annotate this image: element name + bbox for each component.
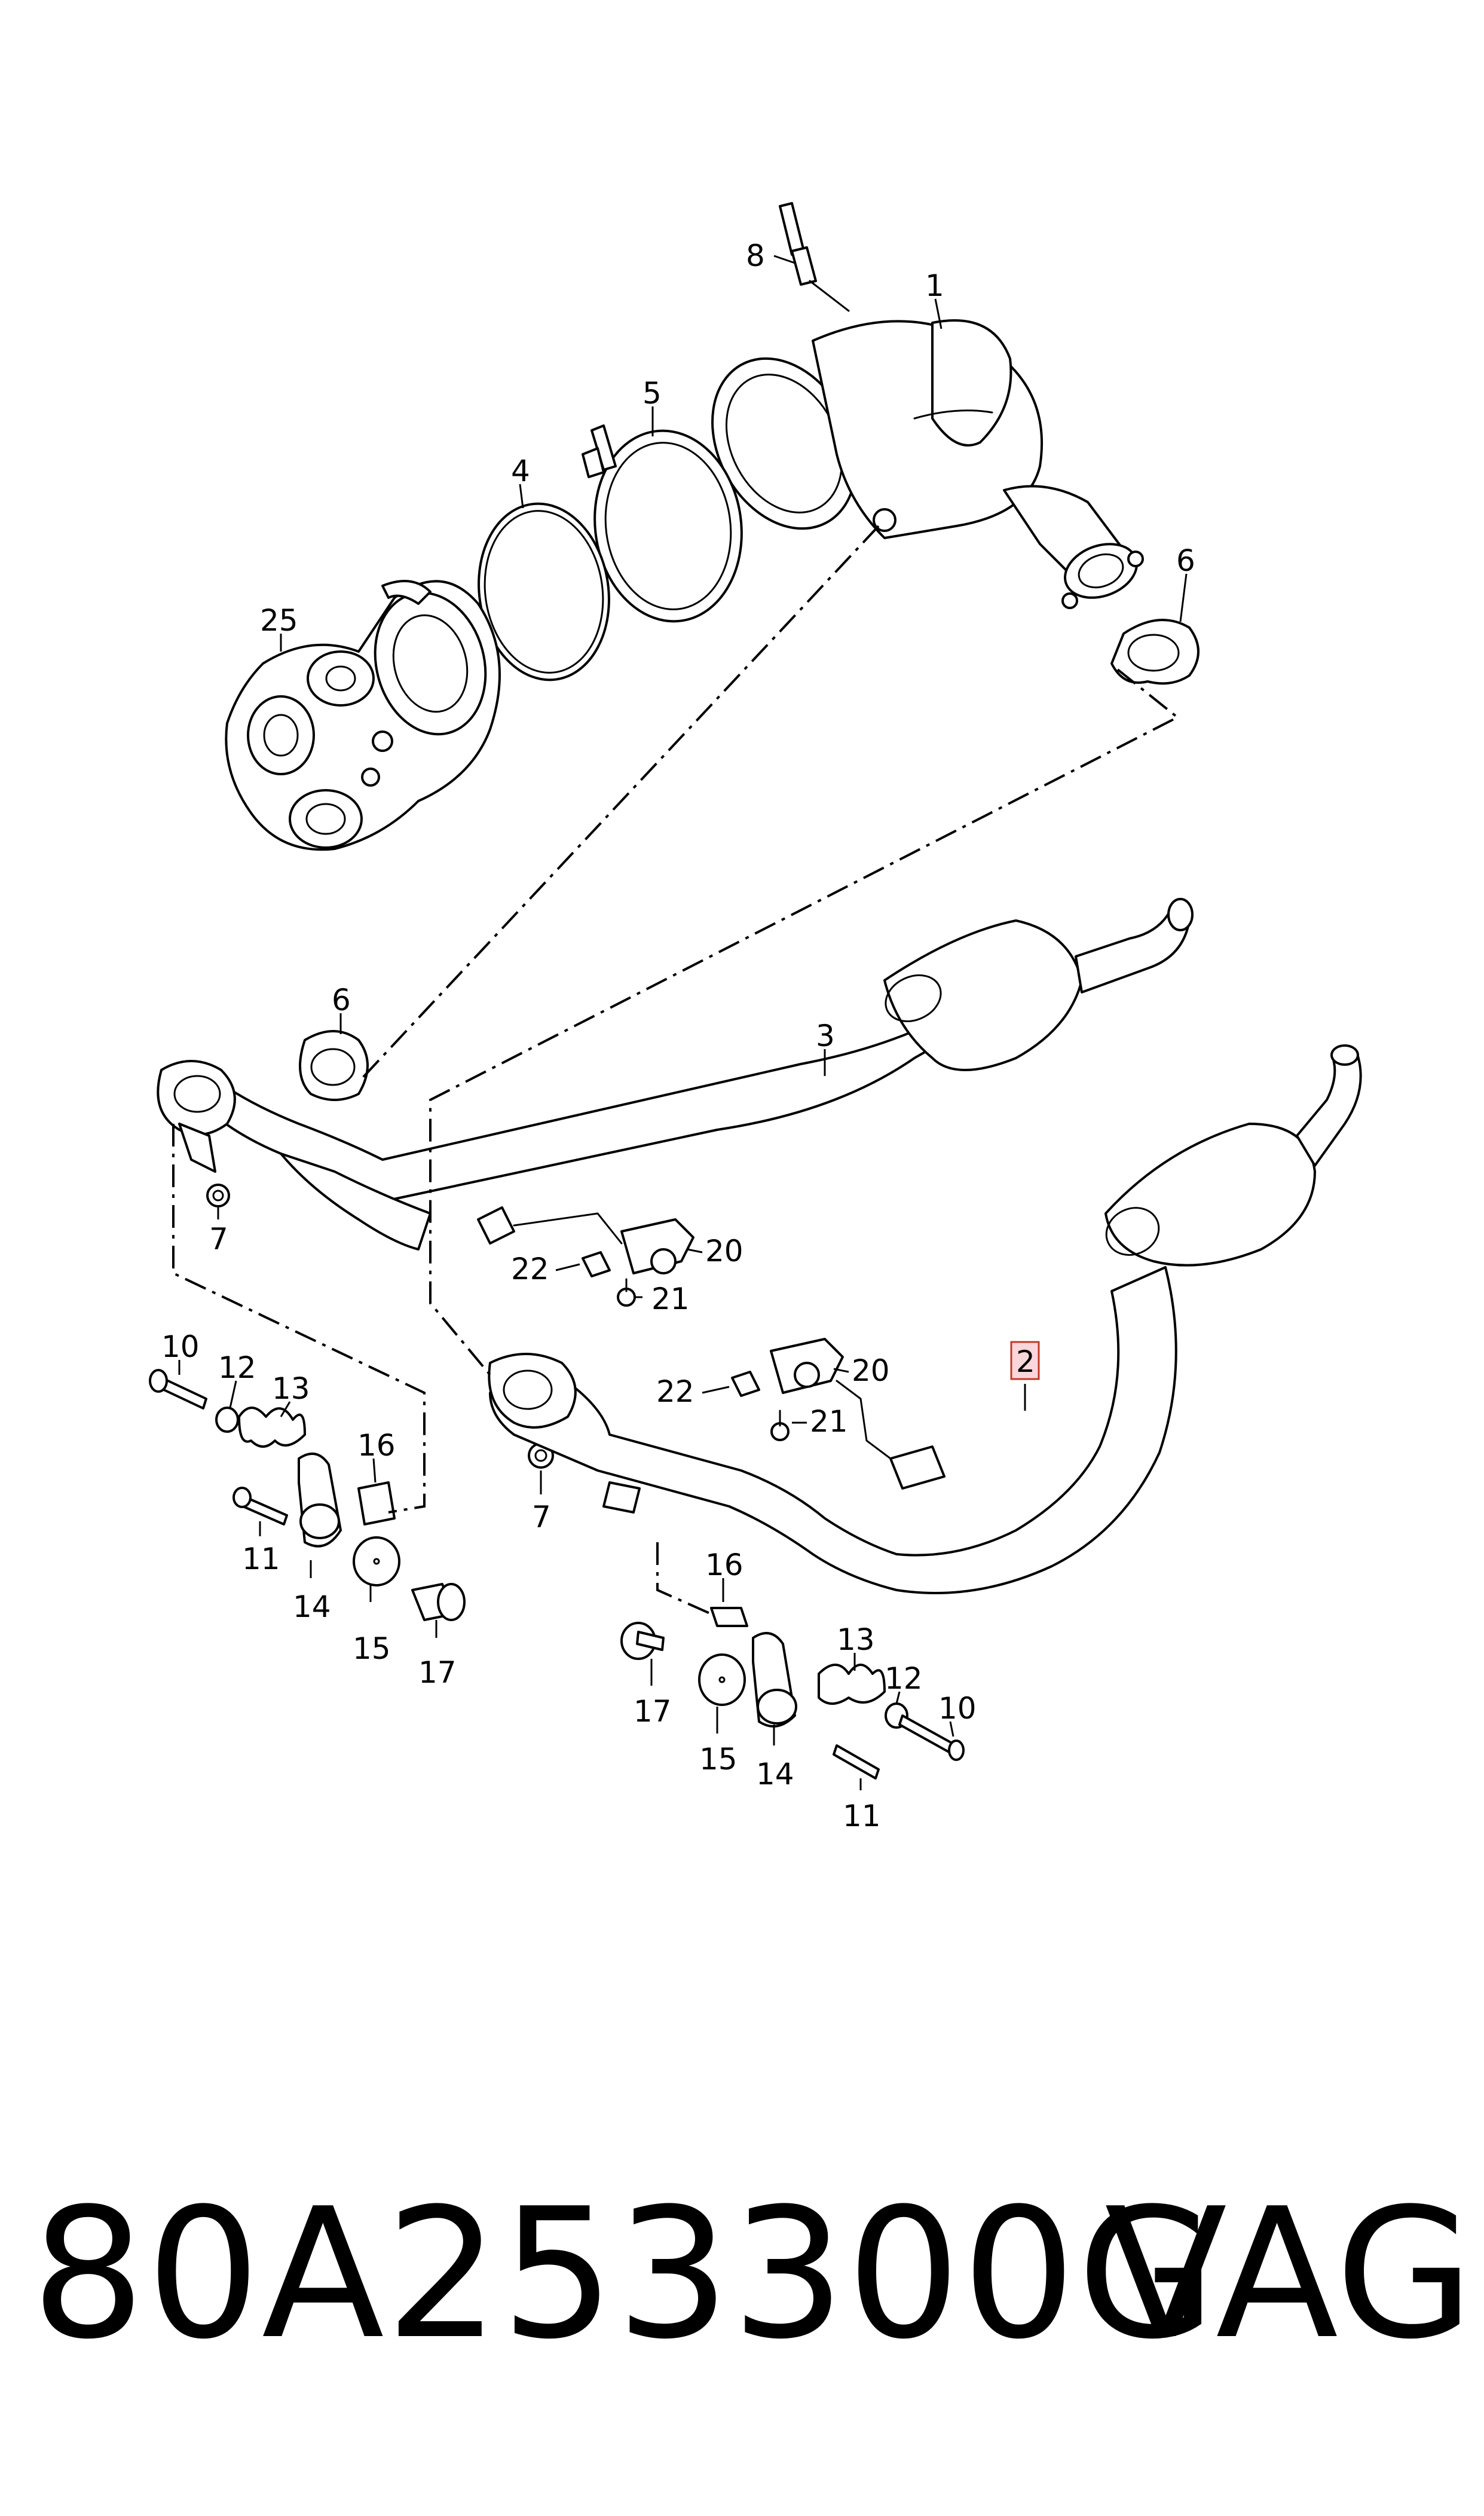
hanger-bracket-lower xyxy=(731,1338,892,1460)
callout-13[interactable]: 13 xyxy=(837,1622,875,1657)
mounting-hardware-left xyxy=(149,1369,466,1621)
exhaust-pipe-lower xyxy=(488,1044,1362,1594)
turbocharger xyxy=(225,580,501,851)
callout-14[interactable]: 14 xyxy=(756,1757,794,1792)
callout-10[interactable]: 10 xyxy=(161,1329,200,1364)
clamp-ring xyxy=(582,424,743,623)
nut-left xyxy=(206,1184,230,1207)
callout-20[interactable]: 20 xyxy=(705,1234,743,1268)
callout-4[interactable]: 4 xyxy=(511,454,530,488)
callout-21[interactable]: 21 xyxy=(651,1282,690,1316)
callout-12[interactable]: 12 xyxy=(885,1661,923,1696)
mounting-hardware-right xyxy=(620,1607,965,1780)
gasket-ring xyxy=(478,502,610,681)
callout-10[interactable]: 10 xyxy=(938,1691,977,1726)
callout-6[interactable]: 6 xyxy=(1176,543,1195,578)
leader-lines xyxy=(178,298,1188,1790)
callout-11[interactable]: 11 xyxy=(242,1542,280,1576)
callout-21[interactable]: 21 xyxy=(810,1404,848,1439)
part-number-caption: 80A253300G xyxy=(31,2170,1217,2379)
brand-caption: VAG xyxy=(1104,2170,1474,2379)
callout-3[interactable]: 3 xyxy=(816,1019,835,1053)
callout-17[interactable]: 17 xyxy=(418,1655,457,1690)
oxygen-sensor xyxy=(773,202,850,312)
callout-20[interactable]: 20 xyxy=(852,1353,890,1388)
catalytic-converter-upper xyxy=(711,319,1144,609)
callout-15[interactable]: 15 xyxy=(353,1631,391,1666)
callout-22[interactable]: 22 xyxy=(656,1374,694,1409)
callout-2[interactable]: 2 xyxy=(1016,1344,1035,1379)
callout-12[interactable]: 12 xyxy=(218,1350,256,1385)
flange-gasket-lower xyxy=(299,1030,369,1101)
callout-15[interactable]: 15 xyxy=(699,1742,738,1777)
callout-22[interactable]: 22 xyxy=(511,1252,549,1286)
callout-7[interactable]: 7 xyxy=(532,1500,551,1534)
callout-2-highlight-box xyxy=(1010,1341,1040,1380)
callout-25[interactable]: 25 xyxy=(260,603,298,638)
callout-8[interactable]: 8 xyxy=(746,239,765,273)
exhaust-pipe-upper xyxy=(157,898,1194,1251)
callout-17[interactable]: 17 xyxy=(634,1694,672,1729)
callout-5[interactable]: 5 xyxy=(642,376,662,411)
callout-16[interactable]: 16 xyxy=(357,1428,396,1463)
assembly-lines xyxy=(172,525,1180,1615)
callout-1[interactable]: 1 xyxy=(925,268,944,303)
callout-14[interactable]: 14 xyxy=(293,1589,331,1624)
callout-11[interactable]: 11 xyxy=(843,1799,881,1833)
callout-7[interactable]: 7 xyxy=(209,1222,228,1257)
hanger-bracket-upper xyxy=(477,1206,694,1307)
callout-13[interactable]: 13 xyxy=(272,1371,310,1406)
callout-labels: 8 1 5 4 6 25 6 3 7 20 22 21 2 20 22 21 7… xyxy=(161,239,1195,1833)
callout-16[interactable]: 16 xyxy=(705,1548,743,1582)
callout-2-highlight[interactable]: 2 xyxy=(1010,1341,1040,1380)
callout-6[interactable]: 6 xyxy=(332,983,351,1017)
